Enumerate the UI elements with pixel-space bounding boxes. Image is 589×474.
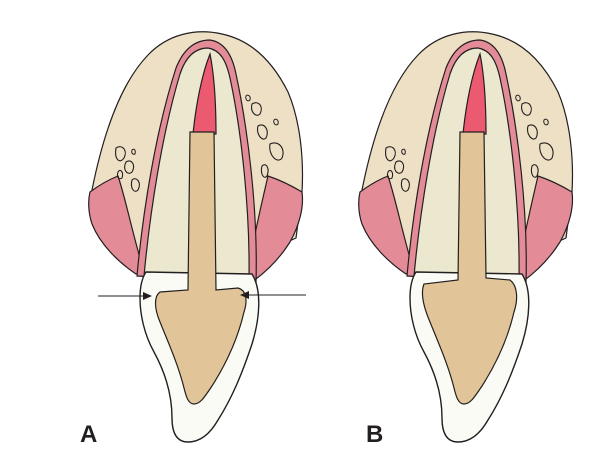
- panel-label-b: B: [366, 421, 384, 448]
- margin-arrows: [98, 291, 306, 300]
- tooth-panel-a: [87, 31, 306, 443]
- panel-label-a: A: [80, 421, 98, 448]
- tooth-panel-b: [357, 31, 574, 443]
